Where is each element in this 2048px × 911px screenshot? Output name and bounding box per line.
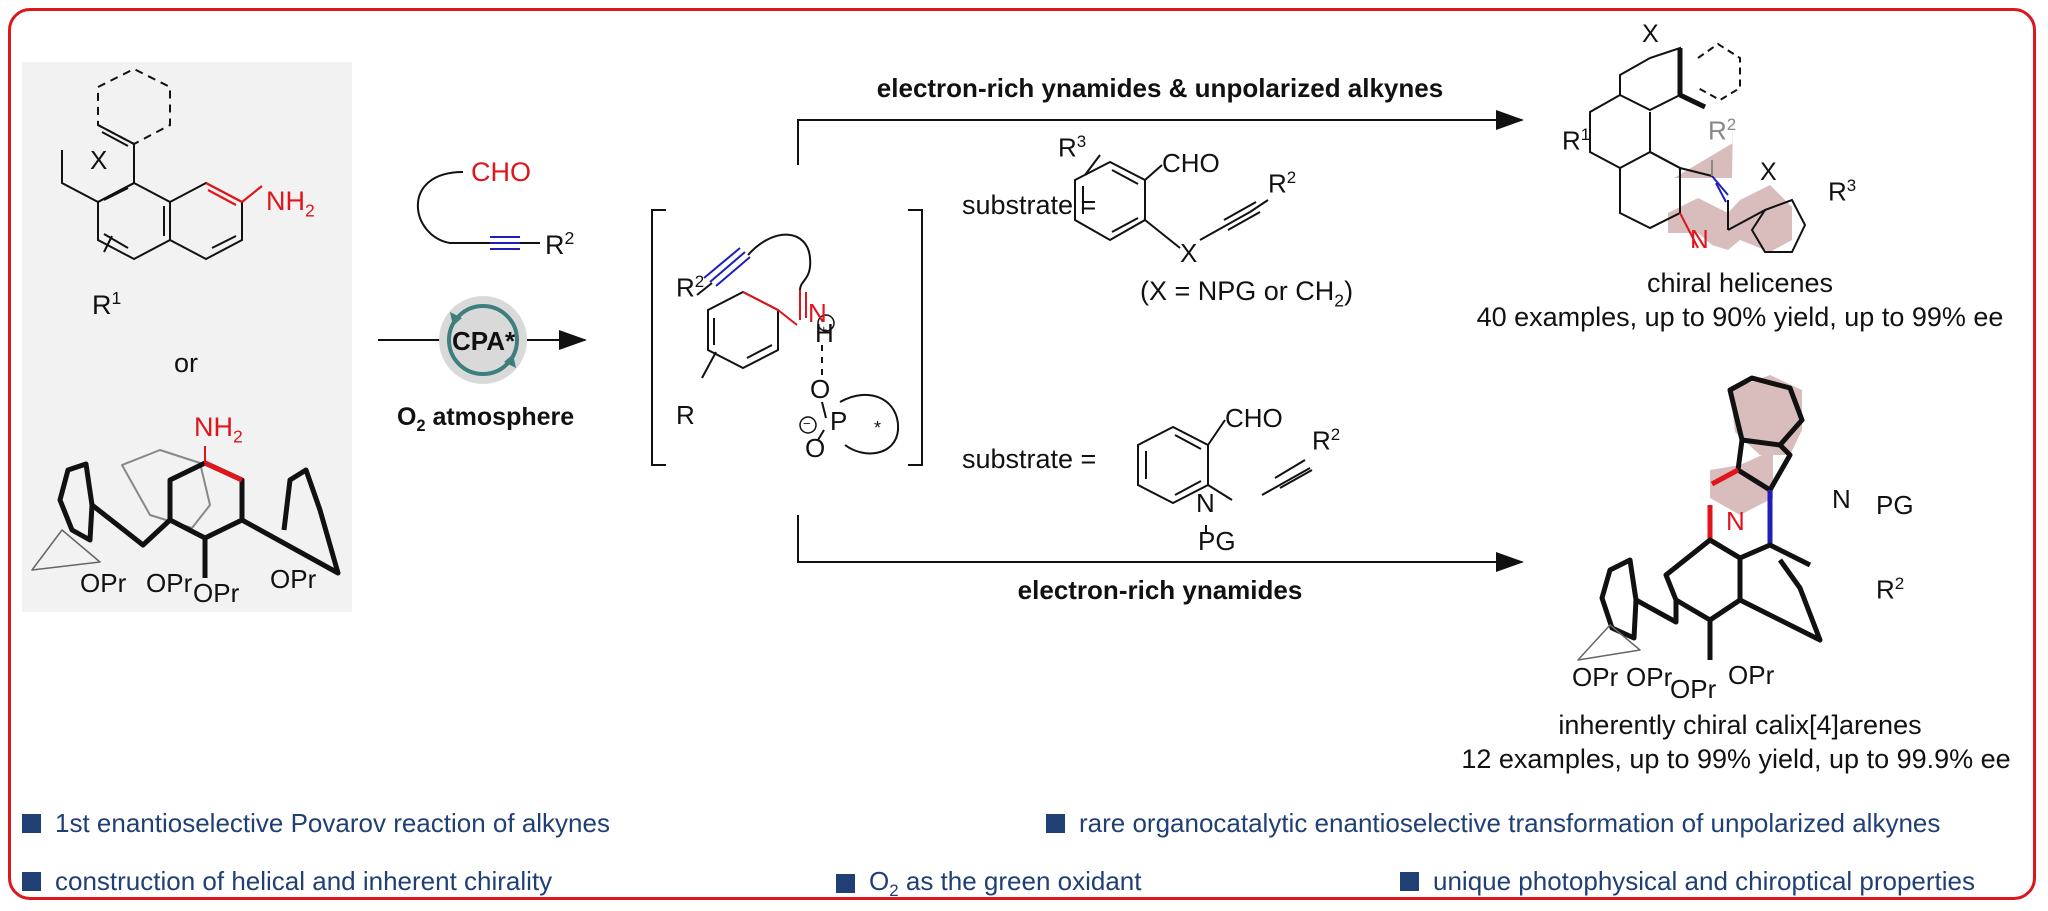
top-pathway-condition: electron-rich ynamides & unpolarized alk… bbox=[876, 73, 1444, 103]
chiral-star: * bbox=[874, 418, 882, 438]
bullet-square-icon bbox=[836, 874, 855, 894]
top-substrate-prefix: substrate = bbox=[962, 190, 1097, 220]
opr-label: OPr bbox=[1728, 660, 1775, 690]
or-label: or bbox=[174, 348, 199, 378]
opr-label: OPr bbox=[1572, 662, 1619, 692]
helicene-nh2-label: NH2 bbox=[266, 186, 315, 221]
calix-product-r2: R2 bbox=[1876, 574, 1905, 605]
product-r2: R2 bbox=[1708, 115, 1737, 146]
h-label: H bbox=[815, 318, 834, 348]
calixarene-product-structure bbox=[1577, 375, 1823, 661]
feature-item: unique photophysical and chiroptical pro… bbox=[1400, 866, 1975, 897]
bottom-substrate-cho: CHO bbox=[1225, 403, 1283, 433]
reactant-panel bbox=[22, 62, 352, 612]
bottom-substrate-n: N bbox=[1196, 488, 1215, 518]
helicene-product-name: chiral helicenes bbox=[1646, 268, 1834, 298]
positive-charge-icon bbox=[817, 314, 835, 332]
product-r3: R3 bbox=[1828, 176, 1857, 207]
calix-product-n-ring: N bbox=[1726, 506, 1745, 536]
condition-label: O2 atmosphere bbox=[397, 403, 575, 435]
minus-sign: − bbox=[803, 416, 811, 431]
helicene-product-structure bbox=[1589, 42, 1807, 253]
opr-label: OPr bbox=[270, 564, 317, 594]
r3-label: R3 bbox=[1058, 132, 1087, 163]
bullet-square-icon bbox=[1046, 814, 1065, 833]
product-r1: R1 bbox=[1562, 125, 1591, 156]
bottom-substrate-r2: R2 bbox=[1312, 425, 1341, 456]
x-label: X bbox=[90, 145, 108, 175]
opr-label: OPr bbox=[1626, 662, 1673, 692]
catalyst-label: CPA* bbox=[452, 326, 516, 356]
intermediate-r2-label: R2 bbox=[676, 272, 705, 303]
calix-product-pg: PG bbox=[1876, 490, 1914, 520]
negative-charge-icon bbox=[799, 416, 817, 434]
helicene-amine-structure bbox=[61, 67, 243, 261]
aldehyde-alkyne-reagent bbox=[417, 171, 540, 250]
top-substrate-cho: CHO bbox=[1162, 148, 1220, 178]
intermediate-r-label: R bbox=[676, 400, 695, 430]
opr-label: OPr bbox=[146, 568, 193, 598]
amine-highlight bbox=[205, 182, 263, 206]
x-definition: (X = NPG or CH2) bbox=[1140, 276, 1354, 311]
iminium-n-label: N bbox=[808, 298, 827, 328]
bottom-substrate-pg: PG bbox=[1198, 526, 1236, 556]
product-x-top: X bbox=[1642, 20, 1659, 48]
top-pathway-arrow bbox=[797, 110, 1524, 165]
calixarene-amine-structure bbox=[31, 449, 341, 578]
o-top-label: O bbox=[810, 374, 831, 404]
top-substrate-x: X bbox=[1180, 238, 1198, 268]
bottom-substrate-prefix: substrate = bbox=[962, 444, 1097, 474]
o-bottom-label: O bbox=[805, 433, 826, 463]
bottom-substrate-structure bbox=[1137, 419, 1313, 532]
feature-item: rare organocatalytic enantioselective tr… bbox=[1046, 808, 1940, 839]
calix-product-n: N bbox=[1832, 484, 1851, 514]
opr-label: OPr bbox=[1670, 674, 1717, 704]
intermediate-brackets bbox=[651, 209, 923, 466]
calix-nh2-label: NH2 bbox=[194, 412, 243, 447]
graphical-abstract-frame bbox=[8, 8, 2036, 900]
plus-sign: + bbox=[820, 322, 828, 337]
reagent-cho-label: CHO bbox=[471, 157, 531, 187]
p-label: P bbox=[830, 406, 848, 436]
helicene-product-stats: 40 examples, up to 90% yield, up to 99% … bbox=[1476, 302, 2004, 332]
opr-label: OPr bbox=[193, 578, 240, 608]
calix-product-name: inherently chiral calix[4]arenes bbox=[1558, 710, 1922, 740]
bullet-square-icon bbox=[22, 872, 41, 891]
bullet-square-icon bbox=[1400, 872, 1419, 891]
feature-item: O2 as the green oxidant bbox=[836, 866, 1141, 901]
r1-label: R1 bbox=[92, 288, 122, 320]
bullet-square-icon bbox=[22, 814, 41, 833]
reagent-r2-label: R2 bbox=[545, 228, 575, 260]
catalytic-cycle-icon bbox=[447, 304, 519, 376]
iminium-intermediate-structure bbox=[696, 233, 900, 455]
product-x-ring: X bbox=[1760, 158, 1777, 186]
opr-label: OPr bbox=[80, 568, 127, 598]
bottom-pathway-arrow bbox=[797, 515, 1524, 572]
product-n: N bbox=[1690, 224, 1709, 254]
top-substrate-structure bbox=[1074, 154, 1269, 249]
top-substrate-r2: R2 bbox=[1268, 168, 1297, 199]
bottom-pathway-condition: electron-rich ynamides bbox=[1017, 575, 1303, 605]
calix-product-stats: 12 examples, up to 99% yield, up to 99.9… bbox=[1461, 744, 2011, 774]
feature-item: construction of helical and inherent chi… bbox=[22, 866, 552, 897]
feature-item: 1st enantioselective Povarov reaction of… bbox=[22, 808, 610, 839]
